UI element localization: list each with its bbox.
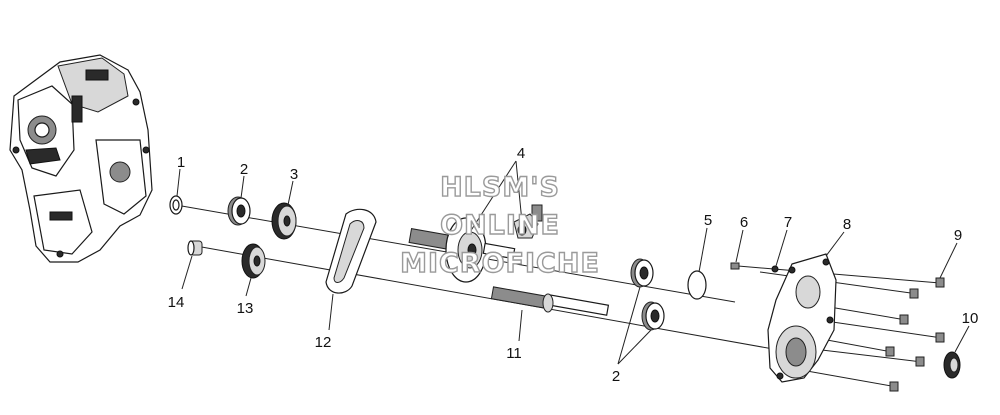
- part-5-o-ring: [687, 270, 707, 300]
- part-2-bearing-right-lower: [641, 301, 665, 331]
- callout-1: 1: [177, 154, 185, 171]
- part-2-bearing-right-upper: [630, 258, 654, 288]
- callout-10: 10: [962, 310, 979, 327]
- transmission-housing: [9, 54, 153, 263]
- part-10-seal: [943, 351, 961, 379]
- callout-5: 5: [704, 212, 712, 229]
- part-6-screw: [730, 262, 740, 270]
- callout-11: 11: [506, 345, 522, 362]
- watermark-line-3: MICROFICHE: [400, 248, 600, 279]
- callout-2-upper: 2: [240, 161, 248, 178]
- part-8-end-cover: [767, 253, 837, 383]
- callout-13: 13: [237, 300, 254, 317]
- callout-12: 12: [315, 334, 332, 351]
- callout-7: 7: [784, 214, 792, 231]
- part-3-gear: [271, 202, 297, 240]
- callout-6: 6: [740, 214, 748, 231]
- bolt-axis-9: [737, 265, 941, 284]
- callout-4: 4: [517, 145, 525, 162]
- callout-9: 9: [954, 227, 962, 244]
- part-7-dowel: [771, 265, 779, 273]
- part-14-bushing: [187, 240, 203, 256]
- callout-3: 3: [290, 166, 298, 183]
- part-4-shift-fork: [513, 204, 543, 239]
- part-2-bearing-upper: [227, 196, 251, 226]
- part-4-upper-shaft-sprocket: [408, 217, 516, 283]
- callout-8: 8: [843, 216, 851, 233]
- watermark-line-2: ONLINE: [440, 210, 560, 241]
- watermark-line-1: HLSM'S: [440, 172, 560, 203]
- part-1-washer: [169, 195, 183, 215]
- part-11-output-shaft: [490, 286, 610, 316]
- part-9-bolts: [885, 277, 945, 392]
- part-13-gear: [241, 243, 266, 279]
- callout-labels: 1 2 3 4 5 6 7 8 9 10 11 12 13 14 2: [168, 145, 979, 385]
- part-12-drive-chain: [325, 208, 377, 294]
- leader-lines: [176, 160, 970, 365]
- watermark: HLSM'S ONLINE MICROFICHE: [399, 171, 600, 279]
- callout-2-lower: 2: [612, 368, 620, 385]
- callout-14: 14: [168, 294, 185, 311]
- bolt-axis-f: [804, 347, 923, 363]
